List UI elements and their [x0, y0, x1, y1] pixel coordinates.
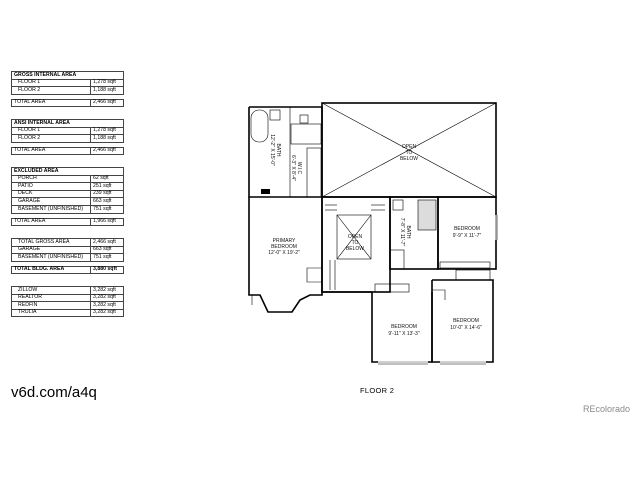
- label-wic: W.I.C 6'-3" X 8'-4": [290, 155, 302, 181]
- svg-text:12'-0" X 19'-2": 12'-0" X 19'-2": [268, 250, 300, 256]
- short-url[interactable]: v6d.com/a4q: [11, 384, 97, 401]
- svg-text:9'-9" X 11'-7": 9'-9" X 11'-7": [453, 233, 482, 239]
- svg-text:BEDROOM: BEDROOM: [454, 226, 480, 232]
- bedroom-se-walls: [431, 269, 494, 365]
- closet-shelf: [306, 147, 322, 198]
- svg-text:10'-0" X 14'-6": 10'-0" X 14'-6": [450, 325, 482, 331]
- svg-text:BATH: BATH: [275, 144, 281, 157]
- label-bedroom-ne: BEDROOM 9'-9" X 11'-7": [453, 226, 482, 239]
- svg-text:TO: TO: [352, 240, 359, 246]
- svg-text:BEDROOM: BEDROOM: [453, 318, 479, 324]
- svg-text:OPEN: OPEN: [348, 234, 363, 240]
- svg-text:TO: TO: [406, 150, 413, 156]
- toilet-icon: [269, 109, 281, 121]
- label-bedroom-sw: BEDROOM 9'-11" X 13'-3": [388, 324, 419, 337]
- bath-2-walls: [389, 196, 439, 270]
- brand-watermark: REcolorado: [582, 404, 630, 414]
- svg-text:W.I.C: W.I.C: [296, 162, 302, 175]
- floor-label: FLOOR 2: [360, 386, 395, 395]
- total-value: 1,966 sqft: [90, 217, 124, 227]
- svg-text:BEDROOM: BEDROOM: [271, 244, 297, 250]
- label-open-to-below-stair: OPEN TO BELOW: [346, 234, 364, 252]
- toilet-icon: [392, 199, 404, 211]
- svg-text:BELOW: BELOW: [400, 156, 418, 162]
- shower-icon: [417, 199, 437, 231]
- svg-text:BELOW: BELOW: [346, 246, 364, 252]
- svg-text:9'-11" X 13'-3": 9'-11" X 13'-3": [388, 331, 419, 337]
- bathtub-icon: [250, 109, 269, 143]
- row-value: 3,282 sqft: [90, 308, 124, 318]
- svg-text:12'-2" X 15'-0": 12'-2" X 15'-0": [269, 134, 275, 166]
- svg-text:7'-8" X 11'-7": 7'-8" X 11'-7": [399, 218, 405, 247]
- primary-bedroom-walls: [248, 197, 323, 313]
- svg-text:PRIMARY: PRIMARY: [273, 238, 296, 244]
- bedroom-ne-walls: [437, 196, 498, 270]
- label-open-to-below-top: OPEN TO BELOW: [400, 144, 418, 162]
- svg-text:BATH: BATH: [405, 226, 411, 239]
- svg-text:OPEN: OPEN: [402, 144, 417, 150]
- svg-text:BEDROOM: BEDROOM: [391, 324, 417, 330]
- total-value: 3,880 sqft: [90, 265, 124, 275]
- svg-text:6'-3" X 8'-4": 6'-3" X 8'-4": [290, 155, 296, 181]
- toilet-icon: [299, 114, 309, 124]
- primary-suite-walls: [248, 106, 323, 198]
- label-bedroom-se: BEDROOM 10'-0" X 14'-6": [450, 318, 482, 331]
- total-value: 2,466 sqft: [90, 146, 124, 156]
- total-value: 2,466 sqft: [90, 98, 124, 108]
- door-black-marker: [261, 189, 270, 194]
- label-primary-bedroom: PRIMARY BEDROOM 12'-0" X 19'-2": [268, 238, 300, 256]
- label-bath-2: BATH 7'-8" X 11'-7": [399, 218, 411, 247]
- label-primary-bath: BATH 12'-2" X 15'-0": [269, 134, 281, 166]
